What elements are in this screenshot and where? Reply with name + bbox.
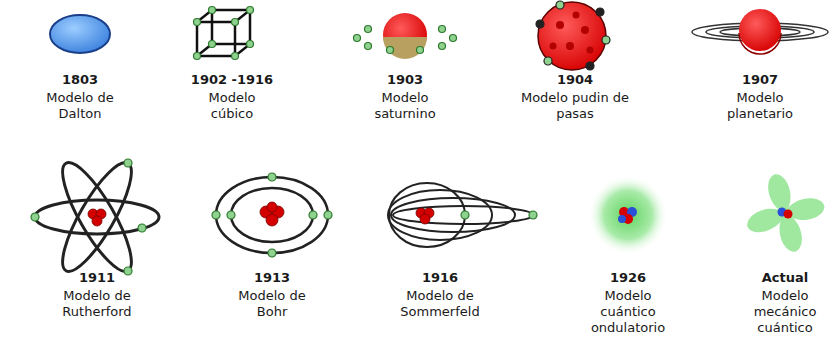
- year-label: 1904: [557, 72, 593, 88]
- year-label: 1916: [422, 270, 458, 286]
- orbit: [393, 206, 533, 224]
- electrons: [536, 1, 610, 70]
- pudding-spots: [550, 12, 594, 54]
- electrons: [194, 7, 254, 60]
- electron: [209, 7, 216, 14]
- model-name: Modelo saturnino: [365, 90, 445, 122]
- model-name: Modelo pudin de pasas: [520, 90, 630, 122]
- orbit: [51, 155, 142, 279]
- cubic-model: [197, 10, 250, 56]
- nucleon: [618, 215, 626, 223]
- electron: [439, 43, 446, 50]
- electron: [365, 26, 372, 33]
- model-name: Modelo de Bohr: [237, 288, 307, 320]
- cube-edge: [197, 22, 235, 56]
- electron: [232, 19, 239, 26]
- electron: [124, 159, 132, 167]
- electron: [194, 53, 201, 60]
- model-name: Modelo mecánico cuántico: [745, 288, 825, 336]
- electron: [450, 35, 457, 42]
- spot: [550, 43, 557, 50]
- electron: [232, 53, 239, 60]
- spot: [587, 47, 594, 54]
- electron: [439, 26, 446, 33]
- orbital-lobe: [744, 203, 789, 236]
- nucleon: [266, 214, 278, 226]
- electron: [556, 1, 564, 9]
- electron: [124, 267, 132, 275]
- planetary-nucleus: [739, 9, 781, 51]
- electron: [529, 211, 537, 219]
- electron: [602, 36, 610, 44]
- model-name: Modelo de Dalton: [40, 90, 120, 122]
- year-label: 1913: [254, 270, 290, 286]
- sommerfeld-model: [388, 183, 537, 247]
- orbitals: [744, 172, 826, 255]
- model-name: Modelo de Sommerfeld: [390, 288, 490, 320]
- orbit: [231, 188, 313, 242]
- year-label: 1803: [62, 72, 98, 88]
- dalton-sphere: [50, 15, 110, 53]
- orbit: [216, 177, 328, 253]
- electron: [247, 41, 254, 48]
- orbit: [51, 155, 142, 279]
- year-label: 1902 -1916: [191, 72, 273, 88]
- electrons: [354, 26, 457, 54]
- year-label: 1926: [610, 270, 646, 286]
- nucleon: [267, 202, 277, 212]
- electron: [268, 173, 276, 181]
- current-nucleus: [778, 208, 793, 219]
- model-name: Modelo cúbico: [197, 90, 267, 122]
- bohr-model: [212, 173, 332, 257]
- year-label: 1911: [79, 270, 115, 286]
- electron: [417, 47, 424, 54]
- model-name: Modelo planetario: [715, 90, 805, 122]
- electron: [536, 20, 544, 28]
- rutherford-model: [31, 155, 159, 279]
- model-name: Modelo de Rutherford: [42, 288, 152, 320]
- wave-nucleus: [618, 207, 637, 224]
- electron: [354, 35, 361, 42]
- electron: [461, 211, 469, 219]
- electron: [138, 224, 146, 232]
- nucleon: [784, 210, 793, 219]
- orbit: [391, 198, 515, 232]
- spot: [566, 42, 574, 50]
- nucleon: [92, 216, 102, 226]
- orbit: [35, 200, 159, 234]
- cube-edge: [212, 10, 250, 44]
- electron: [365, 43, 372, 50]
- year-label: 1907: [742, 72, 778, 88]
- spot: [556, 21, 564, 29]
- electron: [209, 41, 216, 48]
- pudding-sphere: [538, 2, 606, 70]
- electron: [268, 249, 276, 257]
- electron: [31, 213, 39, 221]
- model-name: Modelo cuántico ondulatorio: [583, 288, 673, 336]
- year-label: Actual: [762, 270, 808, 286]
- electron: [596, 8, 604, 16]
- electron-cloud: [588, 175, 668, 255]
- electron: [387, 47, 394, 54]
- nucleon: [420, 214, 430, 224]
- spot: [581, 26, 589, 34]
- electron: [324, 211, 332, 219]
- electron: [194, 19, 201, 26]
- electron: [247, 7, 254, 14]
- spot: [573, 12, 580, 19]
- orbit-front: [739, 33, 781, 54]
- year-label: 1903: [387, 72, 423, 88]
- orbit: [389, 183, 465, 247]
- electron: [544, 57, 552, 65]
- saturn-nucleus-lower: [383, 37, 427, 59]
- electron: [586, 62, 594, 70]
- electron: [309, 211, 317, 219]
- electron: [227, 211, 235, 219]
- electron: [212, 211, 220, 219]
